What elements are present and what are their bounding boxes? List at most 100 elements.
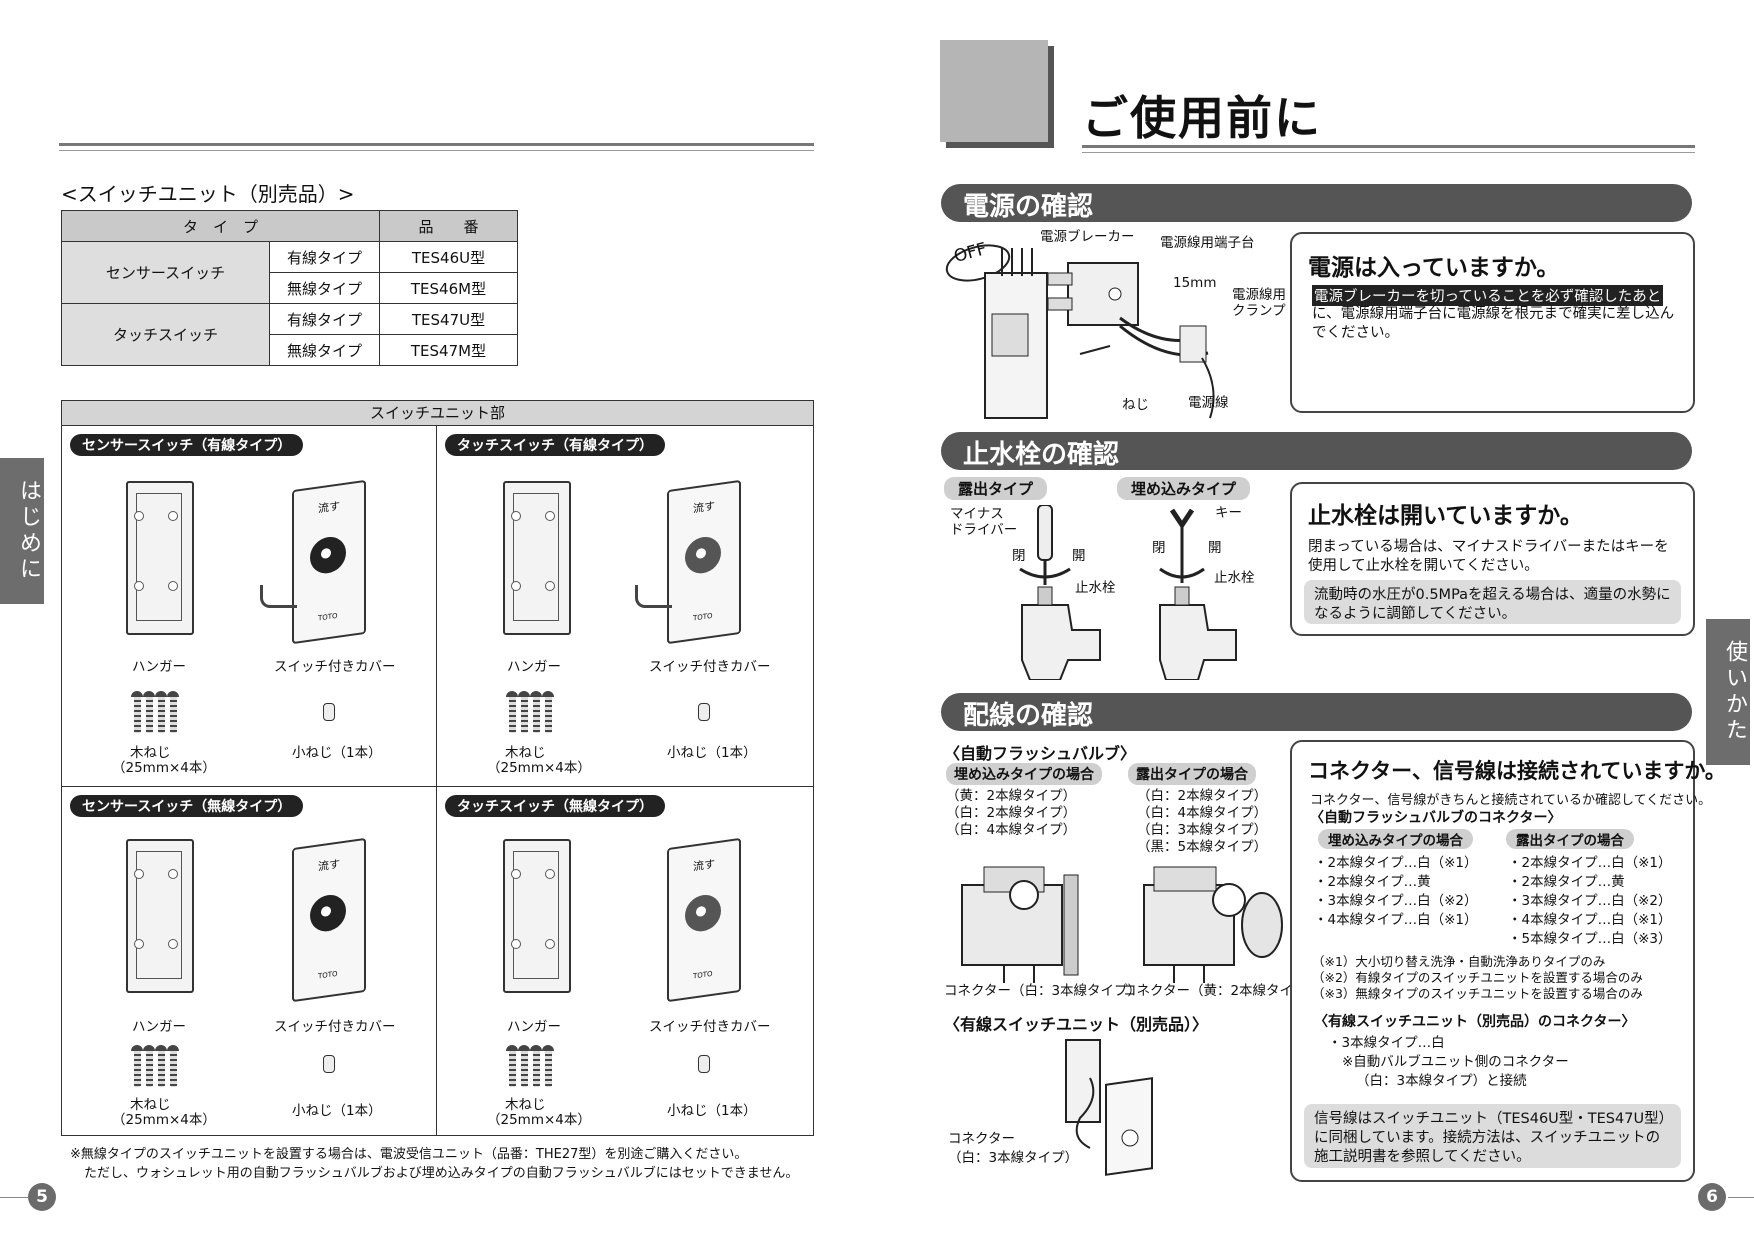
brand-logo: TOTO: [693, 969, 713, 981]
small-screw-label: 小ねじ（1本）: [292, 745, 382, 761]
section-valve-bar: 止水栓の確認: [941, 432, 1692, 470]
sensor-icon: [310, 534, 346, 576]
switch-cover-illustration: 流す TOTO: [667, 479, 741, 645]
wood-screw-icon: [518, 1045, 530, 1087]
connector-right-label: コネクター（黄：2本線タイプ）: [1123, 983, 1321, 999]
embedded-item: ・4本線タイプ…白（※1）: [1314, 912, 1478, 928]
cover-label: スイッチ付きカバー: [649, 659, 771, 675]
side-tab-left[interactable]: はじめに: [0, 458, 44, 604]
power-text: に、電源線用端子台に電源線を根元まで確実に差し込んでください。: [1312, 306, 1675, 341]
power-question: 電源は入っていますか。: [1308, 255, 1560, 281]
table-cell-sub: 有線タイプ: [269, 241, 380, 273]
section-title: <スイッチユニット（別売品）>: [61, 182, 355, 206]
embedded-item: ・3本線タイプ…白（※2）: [1314, 893, 1478, 909]
wood-screw-icon: [530, 691, 542, 733]
exposed-item: ・2本線タイプ…黄: [1508, 874, 1625, 890]
wood-screw-icon: [542, 1045, 554, 1087]
hanger-illustration: [126, 839, 194, 993]
footnote: （※3）無線タイプのスイッチユニットを設置する場合のみ: [1312, 986, 1643, 1001]
footnote: （※1）大小切り替え洗浄・自動洗浄ありタイプのみ: [1312, 954, 1606, 969]
table-row: センサースイッチ 有線タイプ TES46U型: [61, 241, 518, 304]
wood-screw-icon: [530, 1045, 542, 1087]
wired-unit-diagram: [1065, 1039, 1153, 1176]
wired-unit-heading: 〈有線スイッチユニット（別売品）〉: [944, 1015, 1209, 1034]
product-type-table: タ イ プ 品 番 センサースイッチ 有線タイプ TES46U型 無線タイプ T…: [61, 210, 518, 366]
power-highlight: 電源ブレーカーを切っていることを必ず確認したあと: [1312, 285, 1664, 306]
wood-screw-icon: [131, 1045, 143, 1087]
hanger-label: ハンガー: [132, 1019, 186, 1035]
title-rule-thin: [1082, 152, 1695, 153]
cover-text: 流す: [693, 857, 715, 874]
wood-screw-icon: [167, 1045, 179, 1087]
valve-diagram: [1019, 505, 1237, 680]
brand-logo: TOTO: [318, 969, 338, 981]
section-power-bar: 電源の確認: [941, 184, 1692, 222]
stopcock-label: 止水栓: [1075, 580, 1116, 596]
exposed-item: ・5本線タイプ…白（※3）: [1508, 931, 1672, 947]
embedded-type: （黄：2本線タイプ）: [946, 788, 1077, 804]
embedded-type: （白：4本線タイプ）: [946, 822, 1077, 838]
hanger-illustration: [503, 839, 571, 993]
quadrant-touch-wired: タッチスイッチ（有線タイプ） 流す TOTO ハンガー スイッチ付きカバー 木ね…: [437, 425, 811, 786]
power-diagram: [945, 244, 1215, 419]
page-number-right: 6: [1698, 1183, 1726, 1211]
open-label: 開: [1072, 548, 1086, 564]
clamp-label-1: 電源線用: [1232, 287, 1286, 303]
connector-unit-label-1: コネクター: [948, 1131, 1015, 1147]
quadrant-touch-wireless: タッチスイッチ（無線タイプ） 流す TOTO ハンガー スイッチ付きカバー 木ね…: [437, 787, 811, 1135]
cable-illustration: [635, 585, 672, 608]
mm-label: 15mm: [1173, 275, 1217, 291]
side-tab-right[interactable]: 使いかた: [1706, 619, 1750, 765]
note-compatibility: ただし、ウォシュレット用の自動フラッシュバルブおよび埋め込みタイプの自動フラッシ…: [84, 1166, 799, 1181]
divider-horizontal: [62, 786, 813, 787]
hanger-label: ハンガー: [507, 1019, 561, 1035]
embedded-item: ・2本線タイプ…白（※1）: [1314, 855, 1478, 871]
driver-label-1: マイナス: [950, 506, 1004, 522]
switch-cover-illustration: 流す TOTO: [667, 837, 741, 1003]
wood-screw-icon: [506, 691, 518, 733]
section-wiring-title: 配線の確認: [963, 701, 1094, 731]
table-group: タッチスイッチ: [61, 303, 270, 366]
quadrant-sensor-wireless: センサースイッチ（無線タイプ） 流す TOTO ハンガー スイッチ付きカバー 木…: [62, 787, 436, 1135]
switch-cover-illustration: 流す TOTO: [292, 479, 366, 645]
brand-logo: TOTO: [318, 611, 338, 623]
hanger-illustration: [126, 481, 194, 635]
valve-pressure-note: 流動時の水圧が0.5MPaを超える場合は、適量の水勢になるように調節してください…: [1304, 580, 1681, 624]
wiring-question-box: コネクター、信号線は接続されていますか。 コネクター、信号線がきちんと接続されて…: [1290, 740, 1726, 1182]
col-embedded: 埋め込みタイプの場合: [1318, 829, 1473, 849]
close-label: 閉: [1012, 548, 1026, 564]
footnote: （※2）有線タイプのスイッチユニットを設置する場合のみ: [1312, 970, 1643, 985]
hanger-label: ハンガー: [507, 659, 561, 675]
brand-logo: TOTO: [693, 611, 713, 623]
exposed-type: （白：3本線タイプ）: [1137, 822, 1268, 838]
wiring-question: コネクター、信号線は接続されていますか。: [1308, 759, 1726, 783]
wood-screw-label: 木ねじ: [130, 1097, 171, 1113]
embedded-type: （白：2本線タイプ）: [946, 805, 1077, 821]
switch-unit-parts-box: スイッチユニット部 センサースイッチ（有線タイプ） 流す TOTO ハンガー ス…: [61, 400, 814, 1136]
divider-vertical: [436, 425, 437, 1135]
auto-valve-heading: 〈自動フラッシュバルブ〉: [944, 744, 1137, 763]
top-rule-left-thin: [59, 150, 814, 151]
embedded-item: ・2本線タイプ…黄: [1314, 874, 1431, 890]
title-block-decoration: [940, 40, 1048, 142]
exposed-item: ・4本線タイプ…白（※1）: [1508, 912, 1672, 928]
quadrant-title: センサースイッチ（有線タイプ）: [70, 434, 304, 456]
quadrant-title: タッチスイッチ（無線タイプ）: [445, 795, 665, 817]
top-rule-left: [59, 143, 814, 146]
wood-screw-icon: [167, 691, 179, 733]
tag-embedded-case: 埋め込みタイプの場合: [946, 763, 1102, 785]
wood-screw-size: （25mm×4本）: [487, 1112, 591, 1128]
cover-label: スイッチ付きカバー: [274, 659, 396, 675]
open-label: 開: [1208, 540, 1222, 556]
wood-screw-size: （25mm×4本）: [112, 760, 216, 776]
sensor-icon: [310, 892, 346, 934]
table-header-part: 品 番: [379, 210, 518, 242]
signal-wire-note: 信号線はスイッチユニット（TES46U型・TES47U型）に同梱しています。接続…: [1304, 1104, 1681, 1168]
exposed-type: （白：4本線タイプ）: [1137, 805, 1268, 821]
wood-screw-label: 木ねじ: [505, 1097, 546, 1113]
note-wireless: ※無線タイプのスイッチユニットを設置する場合は、電波受信ユニット（品番：THE2…: [70, 1147, 748, 1162]
small-screw-icon: [698, 1055, 710, 1073]
clamp-label-2: クランプ: [1232, 303, 1286, 319]
terminal-label: 電源線用端子台: [1160, 235, 1255, 251]
wood-screw-icon: [143, 691, 155, 733]
